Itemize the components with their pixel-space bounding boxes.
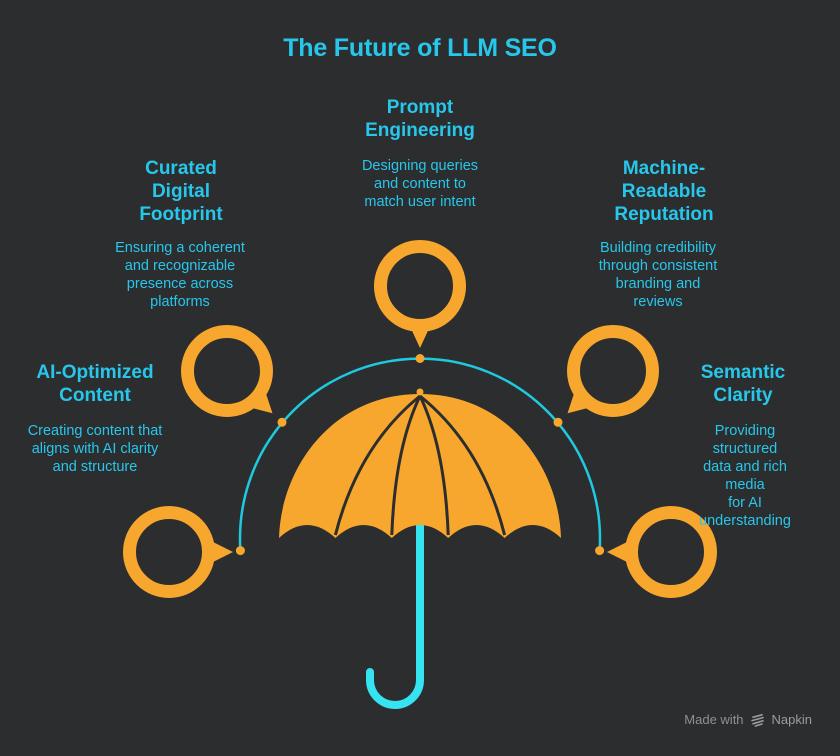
topic-body-prompt-engineering: Designing queries and content to match u… [361,158,479,210]
topic-heading-curated-digital-footprint: Curated Digital Footprint [139,158,223,225]
topic-heading-semantic-clarity: Semantic Clarity [700,362,786,406]
umbrella-handle [366,512,424,709]
topic-body-semantic-clarity: Providing structured data and rich media… [699,423,791,529]
speech-bubble-icon-prompt-engineering [374,240,466,348]
umbrella-rib [333,394,421,536]
umbrella-canopy [279,394,561,538]
umbrella-rib [390,395,422,536]
attribution-footer: Made with Napkin [684,712,812,727]
connector-dot [277,417,287,427]
umbrella-tip [416,388,424,396]
connector-dots [235,354,605,556]
brand-name: Napkin [771,712,812,727]
speech-bubble-icon-curated-digital-footprint [181,325,273,417]
connector-dot [415,354,425,363]
umbrella-ribs [333,394,507,536]
page-title: The Future of LLM SEO [283,34,557,62]
topic-body-ai-optimized-content: Creating content that aligns with AI cla… [27,423,163,475]
umbrella-rib [419,394,507,536]
topic-body-machine-readable-reputation: Building credibility through consistent … [598,240,718,310]
connector-dot [553,417,563,427]
topic-heading-ai-optimized-content: AI-Optimized Content [36,362,154,406]
umbrella-rib [418,395,450,536]
speech-bubble-icon-semantic-clarity [607,506,717,598]
speech-bubble-icon-machine-readable-reputation [567,325,659,417]
napkin-logo-icon [750,713,764,727]
speech-bubble-icon-ai-optimized-content [123,506,233,598]
connector-dot [235,546,245,556]
topic-heading-prompt-engineering: Prompt Engineering [365,97,475,141]
topic-body-curated-digital-footprint: Ensuring a coherent and recognizable pre… [115,240,245,310]
made-with-text: Made with [684,712,744,727]
connector-dot [595,546,605,556]
topic-heading-machine-readable-reputation: Machine- Readable Reputation [614,158,714,225]
